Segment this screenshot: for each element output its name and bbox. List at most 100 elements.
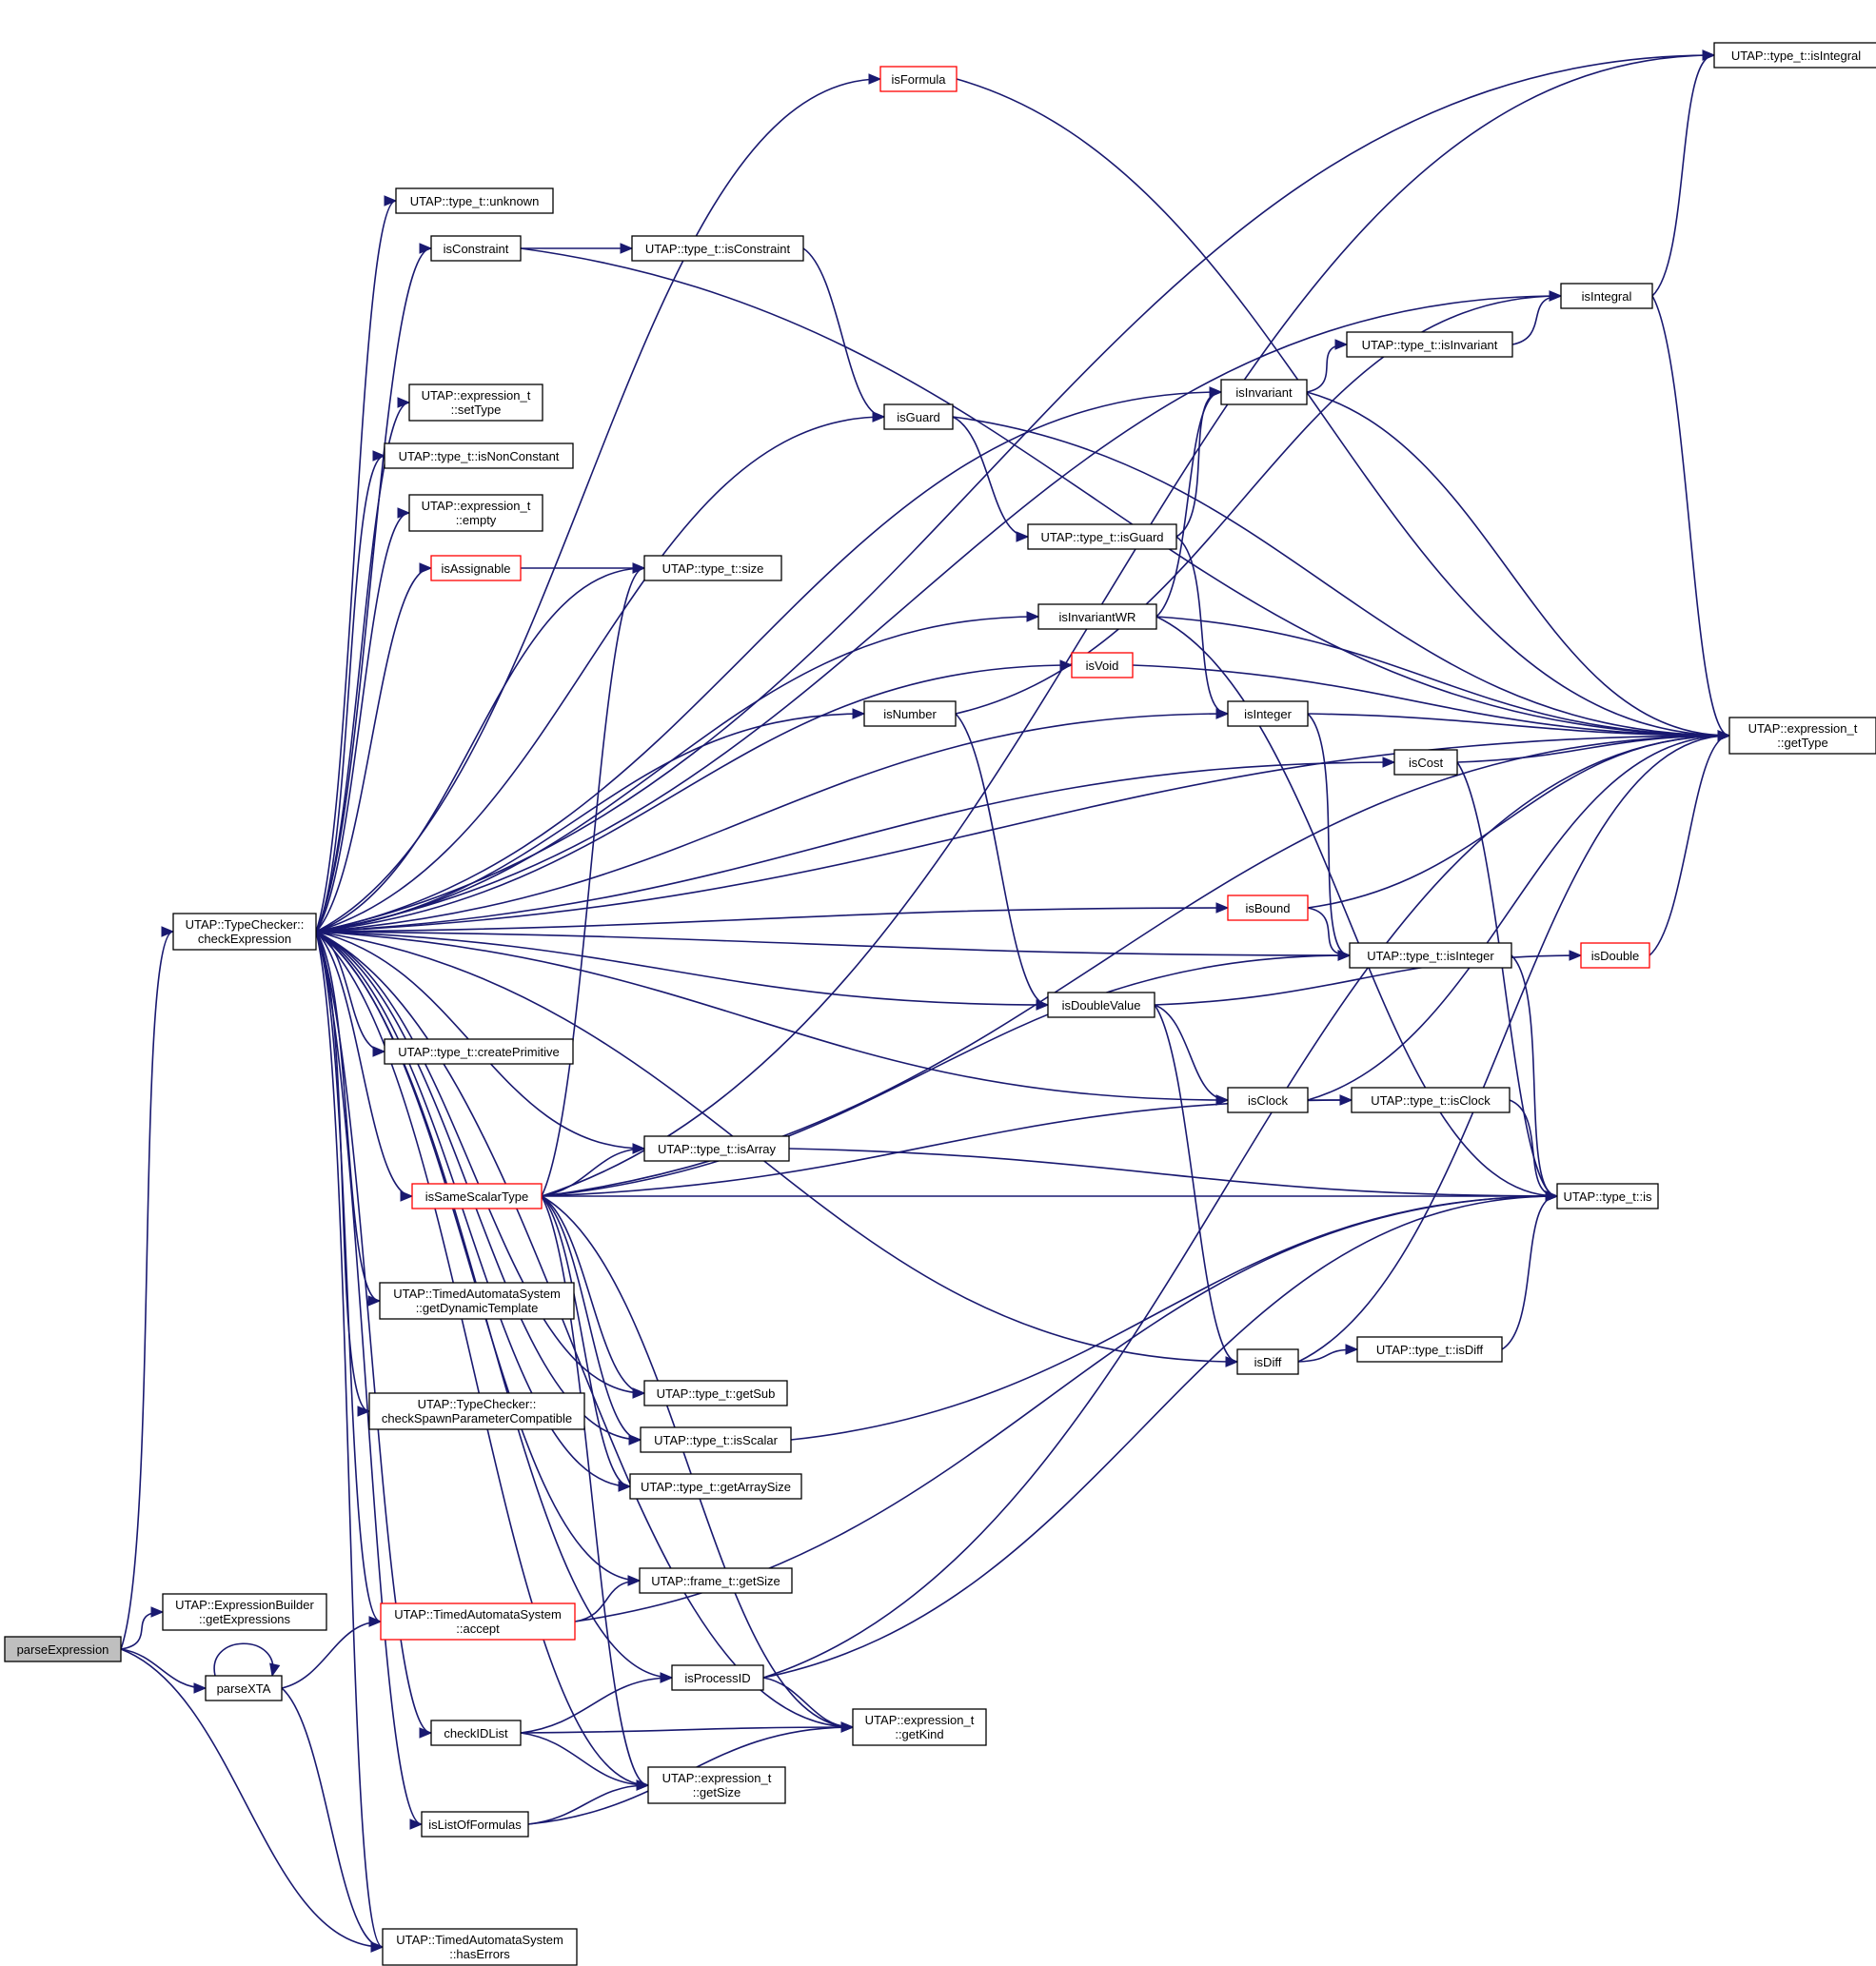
- node-unknown[interactable]: UTAP::type_t::unknown: [395, 187, 554, 214]
- node-size[interactable]: UTAP::type_t::size: [643, 555, 782, 581]
- node-getExpressions[interactable]: UTAP::ExpressionBuilder::getExpressions: [162, 1593, 327, 1631]
- edge-checkExpression-to-setType-arrowhead: [397, 397, 411, 408]
- edge-isDouble-to-getType: [1649, 735, 1730, 956]
- node-checkIDList[interactable]: checkIDList: [430, 1720, 522, 1746]
- node-typeIsArray[interactable]: UTAP::type_t::isArray: [643, 1135, 790, 1162]
- node-label-isListOfFormulas-0: isListOfFormulas: [428, 1818, 522, 1832]
- node-setType[interactable]: UTAP::expression_t::setType: [408, 383, 543, 422]
- node-isScalar[interactable]: UTAP::type_t::isScalar: [640, 1426, 792, 1453]
- node-label-hasErrors-0: UTAP::TimedAutomataSystem: [396, 1933, 563, 1947]
- node-isDouble[interactable]: isDouble: [1580, 942, 1650, 969]
- edge-isSameScalarType-to-typeIsClock-arrowhead: [1339, 1094, 1353, 1106]
- node-getKind[interactable]: UTAP::expression_t::getKind: [852, 1708, 987, 1746]
- node-label-parseXTA-0: parseXTA: [217, 1681, 271, 1696]
- edge-checkExpression-to-isNumber-arrowhead: [852, 708, 866, 719]
- edge-parseXTA-to-accept: [281, 1621, 382, 1689]
- node-typeIsDiff[interactable]: UTAP::type_t::isDiff: [1356, 1336, 1503, 1363]
- node-isInteger[interactable]: isInteger: [1227, 700, 1309, 727]
- node-label-isInteger-0: isInteger: [1244, 707, 1293, 721]
- node-box-unknown: [395, 187, 554, 214]
- node-label-checkExpression-1: checkExpression: [198, 932, 291, 946]
- node-exprGetSize[interactable]: UTAP::expression_t::getSize: [647, 1766, 786, 1804]
- node-label-typeIsGuard-0: UTAP::type_t::isGuard: [1040, 530, 1163, 544]
- node-checkSpawn[interactable]: UTAP::TypeChecker::checkSpawnParameterCo…: [368, 1392, 585, 1430]
- node-isCost[interactable]: isCost: [1393, 749, 1458, 776]
- edge-checkExpression-to-isNonConstant: [315, 455, 385, 933]
- edge-isSameScalarType-to-size: [541, 567, 645, 1197]
- node-label-checkIDList-0: checkIDList: [444, 1726, 508, 1740]
- node-box-isIntegral: [1560, 283, 1653, 309]
- node-isDoubleValue[interactable]: isDoubleValue: [1047, 992, 1155, 1018]
- node-getArraySize[interactable]: UTAP::type_t::getArraySize: [629, 1473, 802, 1500]
- node-isBound[interactable]: isBound: [1227, 895, 1309, 921]
- node-box-typeIsInvariant: [1346, 331, 1513, 358]
- edge-isDoubleValue-to-isClock-arrowhead: [1215, 1094, 1230, 1106]
- edge-isBound-to-typeIsInteger: [1307, 907, 1351, 956]
- node-box-typeIsArray: [643, 1135, 790, 1162]
- node-isVoid[interactable]: isVoid: [1071, 652, 1134, 678]
- node-box-checkExpression: [172, 913, 317, 951]
- node-box-isInvariant: [1220, 379, 1308, 405]
- edge-isSameScalarType-to-getArraySize: [541, 1195, 631, 1487]
- node-typeIsIntegral[interactable]: UTAP::type_t::isIntegral: [1713, 42, 1876, 69]
- node-box-checkSpawn: [368, 1392, 585, 1430]
- node-checkExpression[interactable]: UTAP::TypeChecker::checkExpression: [172, 913, 317, 951]
- node-hasErrors[interactable]: UTAP::TimedAutomataSystem::hasErrors: [382, 1928, 578, 1966]
- node-typeIsConstraint[interactable]: UTAP::type_t::isConstraint: [631, 235, 804, 262]
- node-accept[interactable]: UTAP::TimedAutomataSystem::accept: [380, 1602, 576, 1641]
- node-isDiff[interactable]: isDiff: [1236, 1348, 1299, 1375]
- node-getSub[interactable]: UTAP::type_t::getSub: [643, 1380, 788, 1406]
- call-edges: [120, 49, 1731, 1953]
- edge-checkExpression-to-unknown-arrowhead: [384, 195, 398, 206]
- node-box-isCost: [1393, 749, 1458, 776]
- node-getType[interactable]: UTAP::expression_t::getType: [1728, 717, 1876, 755]
- node-frameGetSize[interactable]: UTAP::frame_t::getSize: [639, 1567, 793, 1594]
- node-createPrimitive[interactable]: UTAP::type_t::createPrimitive: [384, 1038, 574, 1065]
- edge-parseExpression-to-checkExpression-arrowhead: [161, 926, 175, 937]
- node-isConstraint[interactable]: isConstraint: [430, 235, 522, 262]
- node-typeIsClock[interactable]: UTAP::type_t::isClock: [1351, 1087, 1511, 1113]
- node-empty[interactable]: UTAP::expression_t::empty: [408, 494, 543, 532]
- node-isInvariantWR[interactable]: isInvariantWR: [1037, 603, 1157, 630]
- node-label-isNonConstant-0: UTAP::type_t::isNonConstant: [399, 449, 560, 463]
- node-isClock[interactable]: isClock: [1227, 1087, 1309, 1113]
- node-label-exprGetSize-0: UTAP::expression_t: [662, 1771, 772, 1785]
- node-box-getKind: [852, 1708, 987, 1746]
- edge-isInvariant-to-typeIsInvariant-arrowhead: [1334, 339, 1349, 350]
- node-isInvariant[interactable]: isInvariant: [1220, 379, 1308, 405]
- node-isFormula[interactable]: isFormula: [879, 66, 958, 92]
- node-label-isCost-0: isCost: [1409, 756, 1444, 770]
- node-box-typeIsClock: [1351, 1087, 1511, 1113]
- node-typeIsGuard[interactable]: UTAP::type_t::isGuard: [1027, 523, 1177, 550]
- node-isListOfFormulas[interactable]: isListOfFormulas: [421, 1811, 529, 1838]
- node-box-isConstraint: [430, 235, 522, 262]
- node-isGuard[interactable]: isGuard: [883, 403, 954, 430]
- node-label-setType-0: UTAP::expression_t: [422, 388, 531, 403]
- node-isNonConstant[interactable]: UTAP::type_t::isNonConstant: [384, 442, 574, 469]
- node-label-isProcessID-0: isProcessID: [684, 1671, 750, 1685]
- node-box-isListOfFormulas: [421, 1811, 529, 1838]
- node-label-empty-1: ::empty: [456, 513, 497, 527]
- edge-isNumber-to-isDoubleValue-arrowhead: [1036, 999, 1050, 1011]
- node-typeIsInteger[interactable]: UTAP::type_t::isInteger: [1349, 942, 1512, 969]
- edge-isSameScalarType-to-typeIsClock: [541, 1099, 1353, 1197]
- node-parseXTA[interactable]: parseXTA: [205, 1675, 283, 1701]
- node-label-isDouble-0: isDouble: [1591, 949, 1640, 963]
- node-getDynamicTemplate[interactable]: UTAP::TimedAutomataSystem::getDynamicTem…: [379, 1282, 575, 1320]
- node-isNumber[interactable]: isNumber: [863, 700, 957, 727]
- edge-checkExpression-to-isInteger: [315, 713, 1229, 933]
- edge-checkExpression-to-checkIDList-arrowhead: [419, 1727, 433, 1739]
- node-label-size-0: UTAP::type_t::size: [662, 561, 764, 576]
- node-typeIsInvariant[interactable]: UTAP::type_t::isInvariant: [1346, 331, 1513, 358]
- node-isSameScalarType[interactable]: isSameScalarType: [411, 1183, 543, 1209]
- node-typeIs[interactable]: UTAP::type_t::is: [1556, 1183, 1659, 1209]
- edge-isProcessID-to-typeIs-arrowhead: [1545, 1190, 1559, 1202]
- node-isAssignable[interactable]: isAssignable: [430, 555, 522, 581]
- edge-typeIsGuard-to-isInteger-arrowhead: [1215, 708, 1230, 719]
- node-box-isBound: [1227, 895, 1309, 921]
- node-box-isInvariantWR: [1037, 603, 1157, 630]
- node-parseExpression[interactable]: parseExpression: [4, 1636, 122, 1662]
- node-isProcessID[interactable]: isProcessID: [671, 1664, 764, 1691]
- node-isIntegral[interactable]: isIntegral: [1560, 283, 1653, 309]
- edge-checkExpression-to-isFormula-arrowhead: [868, 73, 882, 85]
